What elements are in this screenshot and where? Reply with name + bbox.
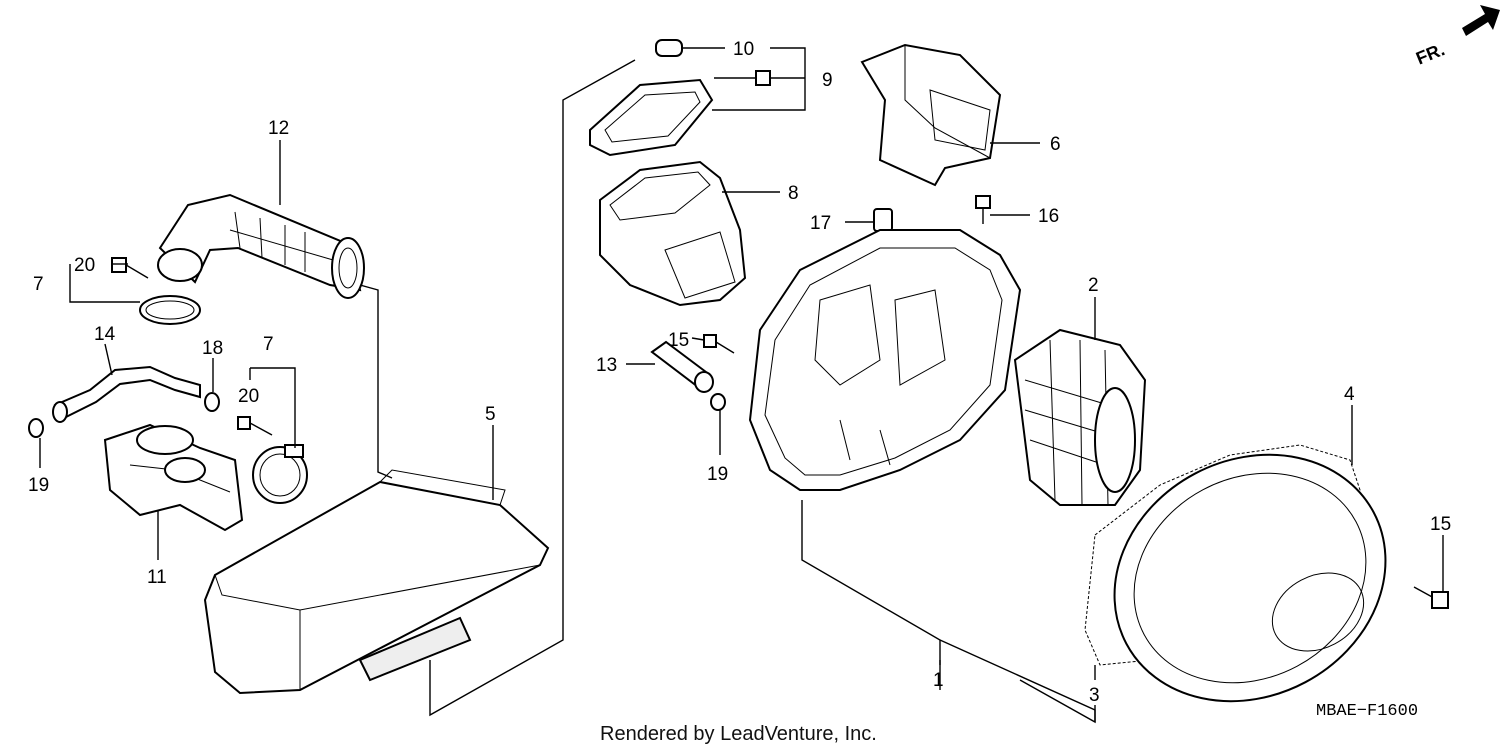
- part-3-seal[interactable]: [1084, 444, 1361, 666]
- front-arrow-icon: [1462, 5, 1500, 36]
- part-14-breather-hose[interactable]: [52, 365, 201, 423]
- part-20-bolt-upper[interactable]: [111, 257, 149, 279]
- callout-4[interactable]: 4: [1344, 384, 1355, 405]
- callout-16[interactable]: 16: [1038, 206, 1059, 227]
- callout-13[interactable]: 13: [596, 355, 617, 376]
- part-19-clip-right[interactable]: [710, 393, 726, 411]
- part-17-nut[interactable]: [873, 208, 893, 232]
- part-8-connecting-duct[interactable]: [599, 160, 747, 307]
- front-direction-indicator: FR.: [1413, 5, 1500, 69]
- callout-18[interactable]: 18: [202, 338, 223, 359]
- diagram-code: MBAE−F1600: [1316, 702, 1418, 721]
- callout-20-lower[interactable]: 20: [238, 386, 259, 407]
- callout-15-left[interactable]: 15: [668, 330, 689, 351]
- part-13-drain-tube[interactable]: [650, 340, 714, 393]
- part-9-screw[interactable]: [714, 70, 771, 86]
- upper-gasket[interactable]: [589, 78, 714, 157]
- part-19-clip-left[interactable]: [28, 418, 44, 438]
- callout-1[interactable]: 1: [933, 670, 944, 691]
- callout-17[interactable]: 17: [810, 213, 831, 234]
- callout-20-upper[interactable]: 20: [74, 255, 95, 276]
- part-7-clamp-upper[interactable]: [139, 295, 201, 325]
- part-15-bolt-upper[interactable]: [703, 334, 735, 354]
- part-5-intake-box[interactable]: [203, 469, 550, 695]
- callout-7-upper[interactable]: 7: [33, 274, 44, 295]
- footer-credit: Rendered by LeadVenture, Inc.: [600, 723, 877, 745]
- leader-lines: [39, 47, 1444, 724]
- callout-7-lower[interactable]: 7: [263, 334, 274, 355]
- callout-14[interactable]: 14: [94, 324, 116, 345]
- callout-3[interactable]: 3: [1089, 685, 1100, 706]
- part-18-clip[interactable]: [204, 392, 220, 412]
- callout-6[interactable]: 6: [1050, 134, 1061, 155]
- callout-2[interactable]: 2: [1088, 275, 1099, 296]
- part-16-bolt[interactable]: [975, 195, 991, 224]
- part-2-filter-element[interactable]: [1013, 328, 1147, 506]
- part-6-snorkel[interactable]: [860, 43, 1002, 187]
- part-7-clamp-lower[interactable]: [252, 444, 308, 504]
- callout-19-right[interactable]: 19: [707, 464, 728, 485]
- part-12-intake-duct[interactable]: [157, 193, 365, 299]
- front-label: FR.: [1413, 39, 1447, 68]
- callout-5[interactable]: 5: [485, 404, 496, 425]
- part-20-bolt-lower[interactable]: [237, 416, 273, 436]
- callout-15-right[interactable]: 15: [1430, 514, 1451, 535]
- callout-19-left[interactable]: 19: [28, 475, 49, 496]
- callout-11[interactable]: 11: [147, 567, 167, 588]
- callout-12[interactable]: 12: [268, 118, 289, 139]
- part-11-lower-duct[interactable]: [103, 423, 244, 532]
- callout-9[interactable]: 9: [822, 70, 833, 91]
- part-10-grommet[interactable]: [655, 39, 683, 57]
- part-15-bolt-lower[interactable]: [1413, 586, 1449, 609]
- callout-10[interactable]: 10: [733, 39, 754, 60]
- part-4-cover[interactable]: [1071, 408, 1429, 748]
- callout-8[interactable]: 8: [788, 183, 799, 204]
- part-1-air-cleaner-case[interactable]: [748, 229, 1022, 491]
